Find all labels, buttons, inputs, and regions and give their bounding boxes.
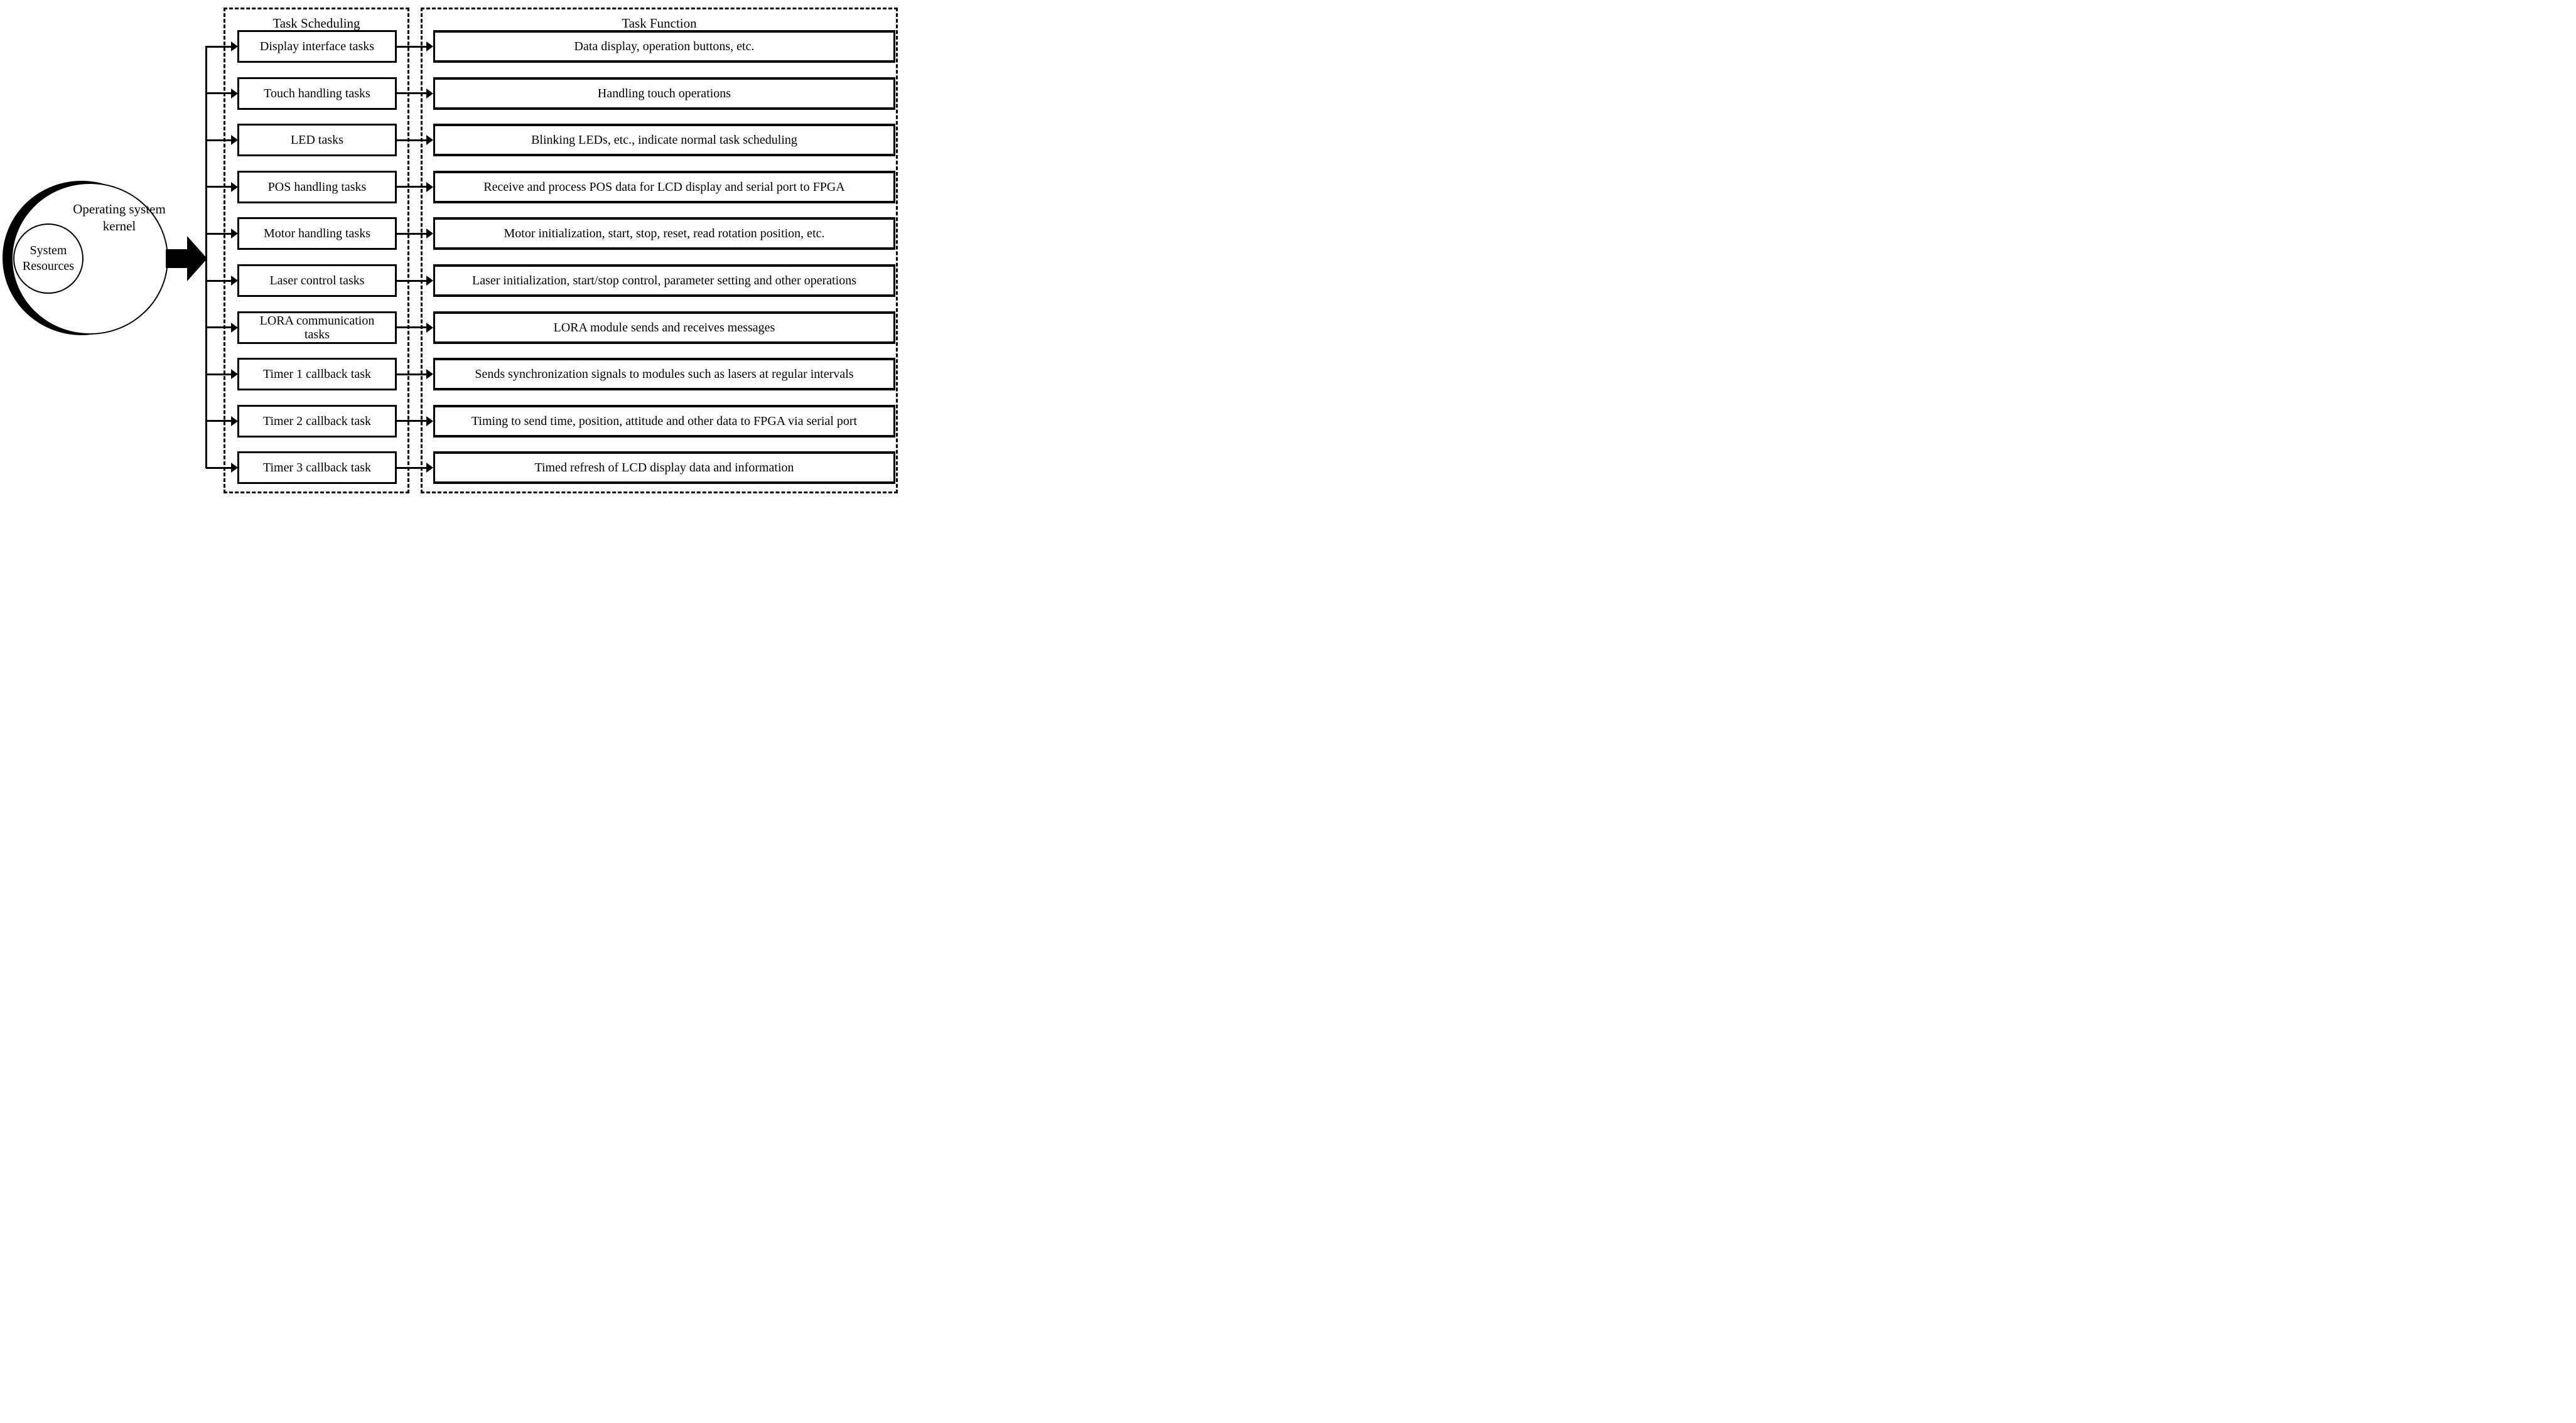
task-to-function-arrowhead xyxy=(426,322,433,333)
spine-branch-line xyxy=(206,466,231,469)
task-label: Display interface tasks xyxy=(259,40,375,53)
system-resources-circle xyxy=(13,223,84,294)
task-to-function-line xyxy=(397,466,427,469)
task-to-function-arrowhead xyxy=(426,276,433,286)
function-label: Data display, operation buttons, etc. xyxy=(574,40,755,53)
task-to-function-arrowhead xyxy=(426,369,433,380)
function-box: Motor initialization, start, stop, reset… xyxy=(433,217,895,250)
spine-branch-line xyxy=(206,45,231,48)
function-label: Handling touch operations xyxy=(597,86,731,100)
task-to-function-arrowhead xyxy=(426,416,433,426)
scheduling-spine-line xyxy=(205,46,207,468)
task-to-function-arrowhead xyxy=(426,41,433,51)
spine-branch-arrowhead xyxy=(231,88,238,99)
spine-branch-arrowhead xyxy=(231,416,238,426)
spine-branch-arrowhead xyxy=(231,41,238,51)
spine-branch-arrowhead xyxy=(231,135,238,146)
task-scheduling-container: Task Scheduling xyxy=(224,8,409,493)
task-function-container: Task Function xyxy=(421,8,898,493)
task-box: Timer 3 callback task xyxy=(237,451,397,485)
function-label: Motor initialization, start, stop, reset… xyxy=(504,227,825,241)
spine-branch-arrowhead xyxy=(231,369,238,380)
kernel-arrowhead xyxy=(187,236,207,281)
function-box: Receive and process POS data for LCD dis… xyxy=(433,170,895,203)
function-box: Blinking LEDs, etc., indicate normal tas… xyxy=(433,124,895,157)
task-label: POS handling tasks xyxy=(267,180,367,194)
spine-branch-line xyxy=(206,279,231,282)
spine-branch-line xyxy=(206,232,231,235)
task-to-function-line xyxy=(397,279,427,282)
spine-branch-line xyxy=(206,139,231,141)
function-label: Laser initialization, start/stop control… xyxy=(472,274,857,287)
task-box: Laser control tasks xyxy=(237,264,397,297)
task-to-function-line xyxy=(397,139,427,141)
task-label: Laser control tasks xyxy=(269,274,365,287)
spine-branch-line xyxy=(206,326,231,329)
function-label: Sends synchronization signals to modules… xyxy=(475,367,854,382)
task-box: LED tasks xyxy=(237,124,397,157)
spine-branch-arrowhead xyxy=(231,322,238,333)
task-architecture-diagram: Operating system kernel System Resources… xyxy=(0,0,902,498)
task-box: Timer 2 callback task xyxy=(237,404,397,438)
function-box: LORA module sends and receives messages xyxy=(433,311,895,344)
spine-branch-line xyxy=(206,373,231,375)
spine-branch-line xyxy=(206,186,231,188)
task-scheduling-title: Task Scheduling xyxy=(272,16,360,31)
function-label: LORA module sends and receives messages xyxy=(553,320,775,335)
task-box: Display interface tasks xyxy=(237,30,397,63)
task-label: Motor handling tasks xyxy=(264,227,370,241)
spine-branch-line xyxy=(206,92,231,95)
task-to-function-line xyxy=(397,92,427,95)
system-resources-label: System Resources xyxy=(22,244,75,273)
kernel-label: Operating system kernel xyxy=(73,201,166,234)
task-label: LORA communication tasks xyxy=(259,313,375,341)
task-to-function-line xyxy=(397,326,427,329)
function-box: Timing to send time, position, attitude … xyxy=(433,404,895,438)
function-label: Timing to send time, position, attitude … xyxy=(471,414,858,428)
task-label: Timer 2 callback task xyxy=(262,414,371,428)
spine-branch-arrowhead xyxy=(231,181,238,192)
function-box: Laser initialization, start/stop control… xyxy=(433,264,895,297)
task-box: LORA communication tasks xyxy=(237,311,397,344)
task-box: Touch handling tasks xyxy=(237,77,397,110)
function-label: Receive and process POS data for LCD dis… xyxy=(483,180,845,194)
task-to-function-line xyxy=(397,45,427,48)
function-box: Timed refresh of LCD display data and in… xyxy=(433,451,895,485)
function-box: Data display, operation buttons, etc. xyxy=(433,30,895,63)
task-to-function-line xyxy=(397,232,427,235)
task-label: LED tasks xyxy=(291,133,343,148)
function-label: Blinking LEDs, etc., indicate normal tas… xyxy=(531,133,797,148)
spine-branch-arrowhead xyxy=(231,228,238,239)
task-label: Touch handling tasks xyxy=(264,86,370,100)
task-box: Timer 1 callback task xyxy=(237,358,397,391)
task-to-function-line xyxy=(397,420,427,422)
task-label: Timer 3 callback task xyxy=(262,461,371,475)
task-to-function-arrowhead xyxy=(426,135,433,146)
task-box: Motor handling tasks xyxy=(237,217,397,250)
task-box: POS handling tasks xyxy=(237,170,397,203)
function-box: Sends synchronization signals to modules… xyxy=(433,358,895,391)
function-box: Handling touch operations xyxy=(433,77,895,110)
task-to-function-line xyxy=(397,373,427,375)
task-to-function-arrowhead xyxy=(426,88,433,99)
function-label: Timed refresh of LCD display data and in… xyxy=(534,461,794,475)
spine-branch-arrowhead xyxy=(231,276,238,286)
kernel-arrow-shaft xyxy=(166,249,187,268)
task-to-function-line xyxy=(397,186,427,188)
task-to-function-arrowhead xyxy=(426,181,433,192)
task-to-function-arrowhead xyxy=(426,228,433,239)
task-label: Timer 1 callback task xyxy=(262,367,371,382)
spine-branch-arrowhead xyxy=(231,463,238,473)
task-function-title: Task Function xyxy=(622,16,697,31)
task-to-function-arrowhead xyxy=(426,463,433,473)
spine-branch-line xyxy=(206,420,231,422)
